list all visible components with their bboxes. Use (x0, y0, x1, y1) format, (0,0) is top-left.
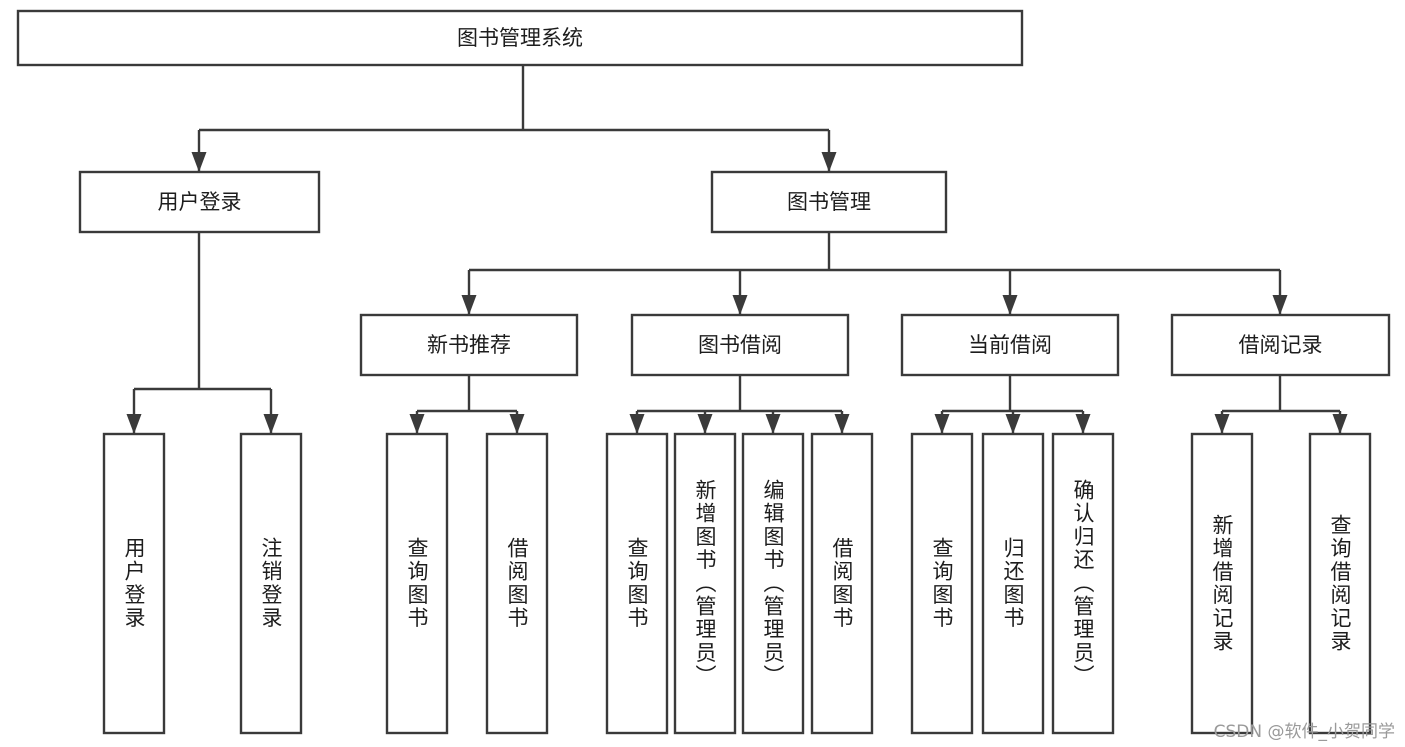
node-leaf-borrow-book-rec[interactable] (485, 432, 549, 735)
arrow-head-icon (765, 414, 781, 434)
node-leaf-borrow-book[interactable] (810, 432, 874, 735)
arrow-head-icon (1272, 295, 1288, 315)
node-leaf-query-book-current-box[interactable] (910, 432, 974, 735)
arrow-head-icon (697, 414, 713, 434)
arrow-head-icon (409, 414, 425, 434)
arrow-head-icon (509, 414, 525, 434)
node-leaf-query-borrow-record[interactable] (1308, 432, 1372, 735)
node-leaf-confirm-return-admin-box[interactable] (1051, 432, 1115, 735)
node-leaf-user-login-box[interactable] (102, 432, 166, 735)
arrow-head-icon (1002, 295, 1018, 315)
node-user-login[interactable]: 用户登录 (78, 170, 321, 234)
node-new-book-rec-box[interactable] (359, 313, 579, 377)
node-current-borrow-box[interactable] (900, 313, 1120, 377)
node-current-borrow[interactable]: 当前借阅 (900, 313, 1120, 377)
arrow-head-icon (1075, 414, 1091, 434)
node-book-manage-box[interactable] (710, 170, 948, 234)
node-root-label: 图书管理系统 (457, 26, 583, 50)
node-leaf-query-book-rec-box[interactable] (385, 432, 449, 735)
node-new-book-rec[interactable]: 新书推荐 (359, 313, 579, 377)
arrow-head-icon (732, 295, 748, 315)
node-root[interactable]: 图书管理系统 (16, 9, 1024, 67)
arrow-head-icon (263, 414, 279, 434)
node-leaf-return-book-box[interactable] (981, 432, 1045, 735)
node-leaf-query-borrow-record-box[interactable] (1308, 432, 1372, 735)
node-leaf-add-book-admin-box[interactable] (673, 432, 737, 735)
arrow-head-icon (461, 295, 477, 315)
node-borrow-record-box[interactable] (1170, 313, 1391, 377)
arrow-head-icon (191, 152, 207, 172)
arrow-head-icon (629, 414, 645, 434)
node-leaf-add-borrow-record[interactable] (1190, 432, 1254, 735)
node-leaf-query-book-borrow-box[interactable] (605, 432, 669, 735)
node-leaf-logout-box[interactable] (239, 432, 303, 735)
arrow-head-icon (1332, 414, 1348, 434)
node-borrow-record-label: 借阅记录 (1239, 333, 1323, 357)
node-leaf-query-book-borrow[interactable] (605, 432, 669, 735)
node-leaf-edit-book-admin[interactable] (741, 432, 805, 735)
node-book-manage-label: 图书管理 (787, 190, 871, 214)
node-leaf-add-borrow-record-box[interactable] (1190, 432, 1254, 735)
node-leaf-borrow-book-rec-box[interactable] (485, 432, 549, 735)
node-leaf-query-book-current[interactable] (910, 432, 974, 735)
node-leaf-add-book-admin[interactable] (673, 432, 737, 735)
connector-layer (126, 65, 1348, 434)
node-current-borrow-label: 当前借阅 (968, 333, 1052, 357)
node-leaf-return-book[interactable] (981, 432, 1045, 735)
node-leaf-query-book-rec[interactable] (385, 432, 449, 735)
node-book-manage[interactable]: 图书管理 (710, 170, 948, 234)
node-book-borrow[interactable]: 图书借阅 (630, 313, 850, 377)
node-borrow-record[interactable]: 借阅记录 (1170, 313, 1391, 377)
node-new-book-rec-label: 新书推荐 (427, 333, 511, 357)
arrow-head-icon (834, 414, 850, 434)
arrow-head-icon (126, 414, 142, 434)
node-user-login-label: 用户登录 (158, 190, 242, 214)
node-leaf-confirm-return-admin[interactable] (1051, 432, 1115, 735)
node-user-login-box[interactable] (78, 170, 321, 234)
node-leaf-edit-book-admin-box[interactable] (741, 432, 805, 735)
node-leaf-borrow-book-box[interactable] (810, 432, 874, 735)
node-root-box[interactable] (16, 9, 1024, 67)
arrow-head-icon (1214, 414, 1230, 434)
node-leaf-user-login[interactable] (102, 432, 166, 735)
arrow-head-icon (1005, 414, 1021, 434)
node-book-borrow-label: 图书借阅 (698, 333, 782, 357)
arrow-head-icon (821, 152, 837, 172)
node-book-borrow-box[interactable] (630, 313, 850, 377)
node-leaf-logout[interactable] (239, 432, 303, 735)
arrow-head-icon (934, 414, 950, 434)
